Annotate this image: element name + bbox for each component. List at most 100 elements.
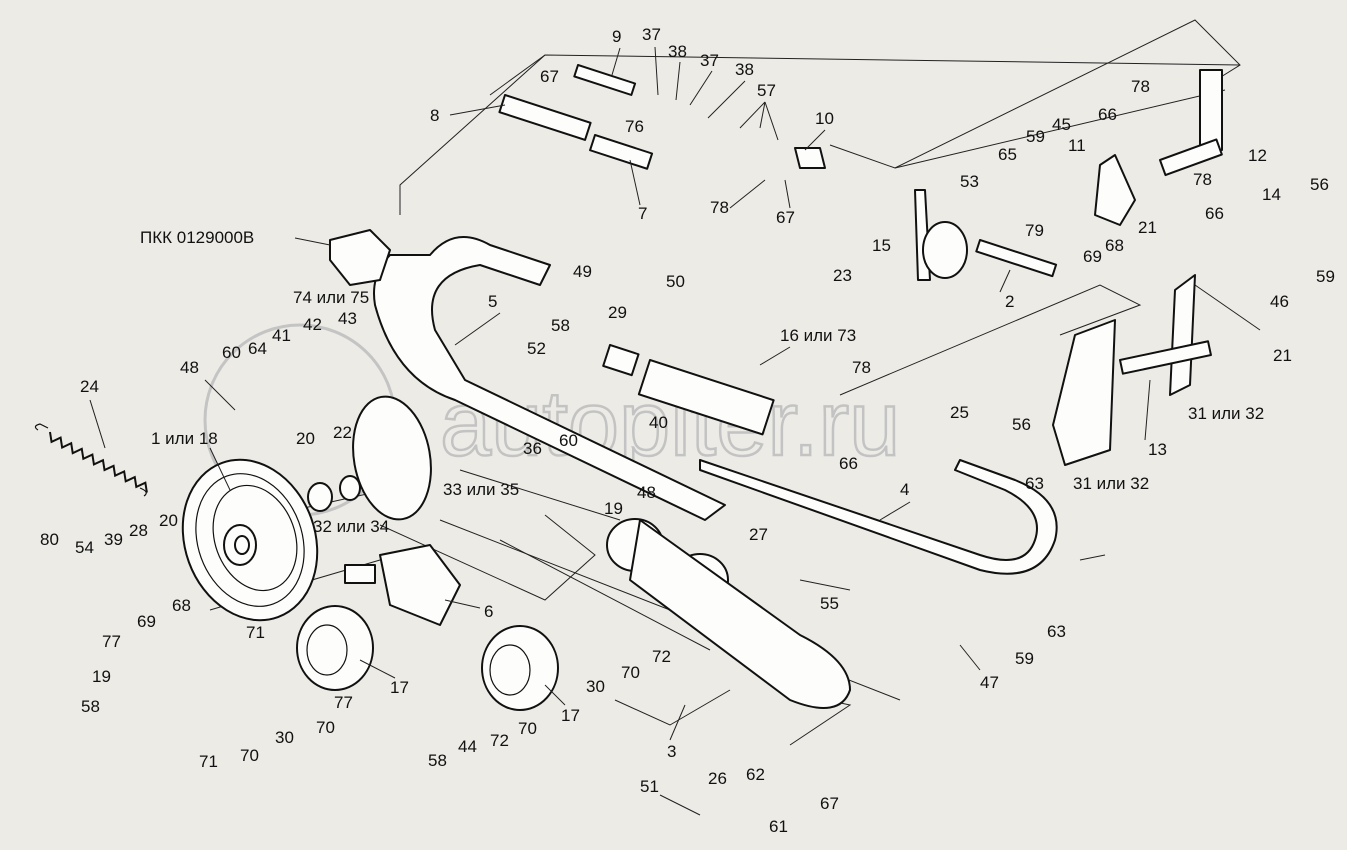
callout-80: 80 [40, 530, 59, 549]
callout-39: 39 [104, 530, 123, 549]
sleeve-7 [589, 134, 654, 170]
callout-46: 46 [1270, 292, 1289, 311]
callout-57: 57 [757, 81, 776, 100]
callout-63: 63 [1025, 474, 1044, 493]
callout-12: 12 [1248, 146, 1267, 165]
callout-62: 62 [746, 765, 765, 784]
callout-72: 72 [652, 647, 671, 666]
bolt-9 [573, 63, 637, 96]
callout-48: 48 [637, 483, 656, 502]
parts [34, 63, 1223, 711]
callout-59: 59 [1026, 127, 1045, 146]
sleeve-32 [344, 564, 376, 584]
callout-38: 38 [735, 60, 754, 79]
callout-17: 17 [390, 678, 409, 697]
callout-79: 79 [1025, 221, 1044, 240]
callout-30: 30 [275, 728, 294, 747]
callout-58: 58 [551, 316, 570, 335]
callout-38: 38 [668, 42, 687, 61]
callout-21: 21 [1273, 346, 1292, 365]
drum [352, 395, 432, 521]
callout-70: 70 [621, 663, 640, 682]
callout-61: 61 [769, 817, 788, 836]
callout-3: 3 [667, 742, 676, 761]
washer-22 [339, 475, 361, 501]
callout-24: 24 [80, 377, 99, 396]
shaft-12 [1159, 138, 1223, 177]
callout-31-or-32: 31 или 32 [1073, 474, 1149, 493]
bracket-13 [1052, 319, 1116, 466]
callout-69: 69 [1083, 247, 1102, 266]
callout-16-or-73: 16 или 73 [780, 326, 856, 345]
callout-51: 51 [640, 777, 659, 796]
callout-66: 66 [1205, 204, 1224, 223]
roller-17a [296, 605, 374, 691]
callout-50: 50 [666, 272, 685, 291]
callout-54: 54 [75, 538, 94, 557]
callout-10: 10 [815, 109, 834, 128]
callout-20: 20 [159, 511, 178, 530]
callout-19: 19 [92, 667, 111, 686]
callout-19: 19 [604, 499, 623, 518]
pulley-1 [181, 458, 319, 622]
callout-13: 13 [1148, 440, 1167, 459]
callout-71: 71 [199, 752, 218, 771]
callout-78: 78 [1193, 170, 1212, 189]
callout-78: 78 [852, 358, 871, 377]
callout-36: 36 [523, 439, 542, 458]
callout-67: 67 [776, 208, 795, 227]
callout-6: 6 [484, 602, 493, 621]
bearing-20 [307, 482, 333, 512]
callout-27: 27 [749, 525, 768, 544]
callout-29: 29 [608, 303, 627, 322]
callout-44: 44 [458, 737, 477, 756]
callout-70: 70 [518, 719, 537, 738]
assembly-pkk [329, 229, 391, 286]
callout-41: 41 [272, 326, 291, 345]
callout-37: 37 [700, 51, 719, 70]
callout-67: 67 [540, 67, 559, 86]
callout-31-or-32: 31 или 32 [1188, 404, 1264, 423]
callout-40: 40 [649, 413, 668, 432]
callout-30: 30 [586, 677, 605, 696]
callout-47: 47 [980, 673, 999, 692]
callout-58: 58 [81, 697, 100, 716]
callout-70: 70 [316, 718, 335, 737]
callout-32-or-34: 32 или 34 [313, 517, 389, 536]
callout-66: 66 [839, 454, 858, 473]
callout-49: 49 [573, 262, 592, 281]
callout-56: 56 [1310, 175, 1329, 194]
callout-77: 77 [102, 632, 121, 651]
plate-2 [975, 239, 1058, 278]
belt-4 [699, 459, 1058, 575]
callout-63: 63 [1047, 622, 1066, 641]
callout-37: 37 [642, 25, 661, 44]
callout-7: 7 [638, 204, 647, 223]
callout-77: 77 [334, 693, 353, 712]
callout-14: 14 [1262, 185, 1281, 204]
callout-21: 21 [1138, 218, 1157, 237]
callout-25: 25 [950, 403, 969, 422]
bracket-13-plate [1169, 274, 1196, 396]
callouts: 9 37 38 37 38 57 67 76 8 10 7 78 67 78 6… [40, 25, 1335, 836]
callout-5: 5 [488, 292, 497, 311]
roller-17b [481, 625, 559, 711]
callout-52: 52 [527, 339, 546, 358]
plate-10 [794, 147, 826, 169]
callout-26: 26 [708, 769, 727, 788]
callout-11: 11 [1068, 136, 1086, 155]
callout-60: 60 [222, 343, 241, 362]
callout-76: 76 [625, 117, 644, 136]
callout-66: 66 [1098, 105, 1117, 124]
bracket-29 [602, 344, 640, 377]
callout-72: 72 [490, 731, 509, 750]
callout-74-or-75: 74 или 75 [293, 288, 369, 307]
callout-20: 20 [296, 429, 315, 448]
callout-68: 68 [172, 596, 191, 615]
callout-28: 28 [129, 521, 148, 540]
callout-53: 53 [960, 172, 979, 191]
callout-65: 65 [998, 145, 1017, 164]
bracket-6 [379, 544, 461, 626]
cylinder-16 [637, 359, 775, 436]
